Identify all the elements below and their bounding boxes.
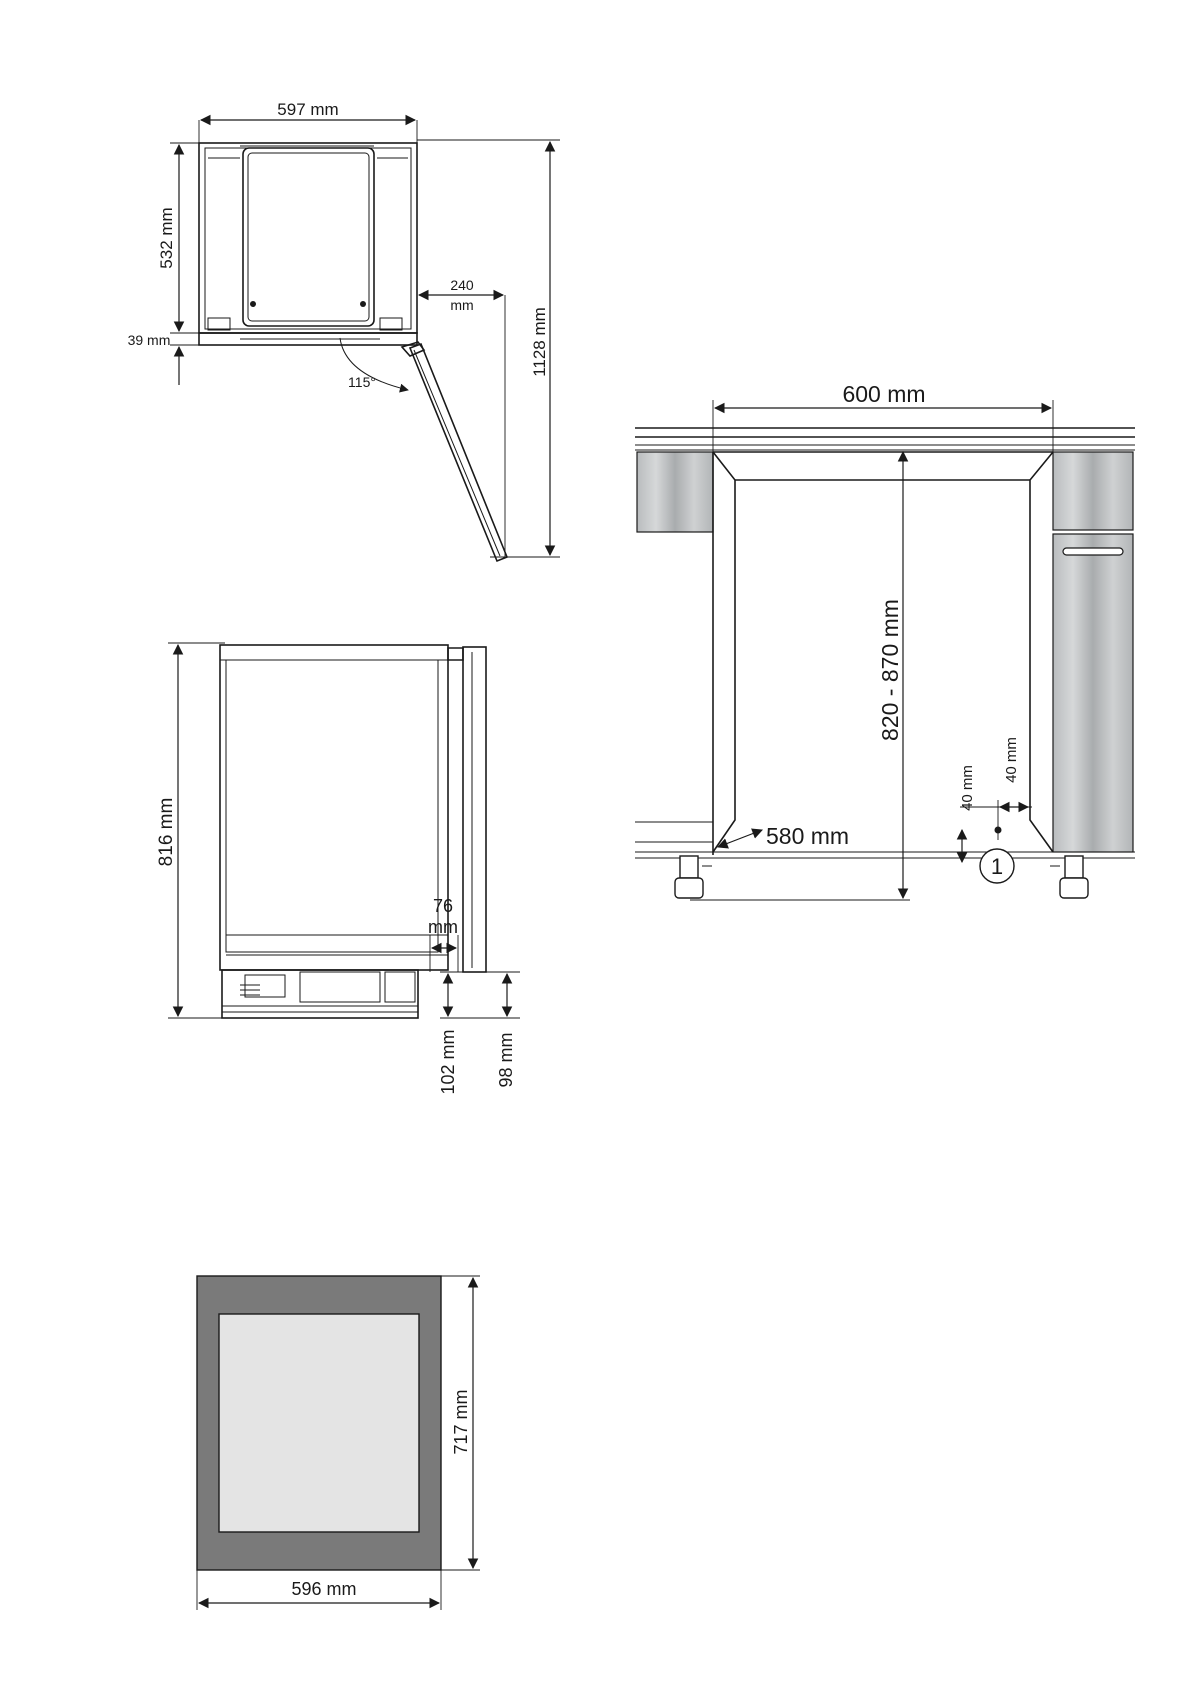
niche-width-label: 600 mm [842,381,925,407]
top-width-label: 597 mm [277,100,338,119]
door-panel-view: 717 mm 596 mm [197,1276,480,1610]
svg-text:1: 1 [991,854,1003,879]
hinge-clearance-value: 240 [450,277,474,293]
door-panel-insert [219,1314,419,1532]
total-depth-label: 1128 mm [530,307,549,377]
left-foot [675,856,712,898]
vent-offset-x-label: 40 mm [959,765,976,811]
plinth-depth-unit: mm [428,917,458,937]
front-offset-label: 39 mm [128,332,171,348]
right-cabinet-top [1053,452,1133,530]
door-angle-label: 115° [348,374,376,390]
niche-height-label: 820 - 870 mm [877,599,903,741]
side-view: 816 mm 76 mm 102 mm 98 mm [156,643,520,1095]
plinth-height-a-label: 102 mm [438,1029,458,1094]
left-cabinet-front [637,452,713,532]
panel-height-label: 717 mm [451,1389,471,1454]
panel-width-label: 596 mm [291,1579,356,1599]
cabinet-handle [1063,548,1123,555]
top-view: 597 mm 532 mm 39 mm 240 mm 115° 1128 mm [128,100,560,561]
vent-offset-y-label: 40 mm [1003,737,1020,783]
side-height-label: 816 mm [156,798,177,867]
right-foot [1050,856,1088,898]
right-cabinet-door [1053,534,1133,852]
plinth-height-b-label: 98 mm [496,1032,516,1087]
plinth-depth-value: 76 [433,896,453,916]
hinge-clearance-unit: mm [450,297,473,313]
callout-marker-1: 1 [980,849,1014,883]
niche-depth-label: 580 mm [766,823,849,849]
vent-point [995,827,1002,834]
niche-view: 600 mm 820 - 870 mm 580 mm 40 mm 40 mm 1 [635,381,1135,900]
top-depth-label: 532 mm [157,207,176,268]
